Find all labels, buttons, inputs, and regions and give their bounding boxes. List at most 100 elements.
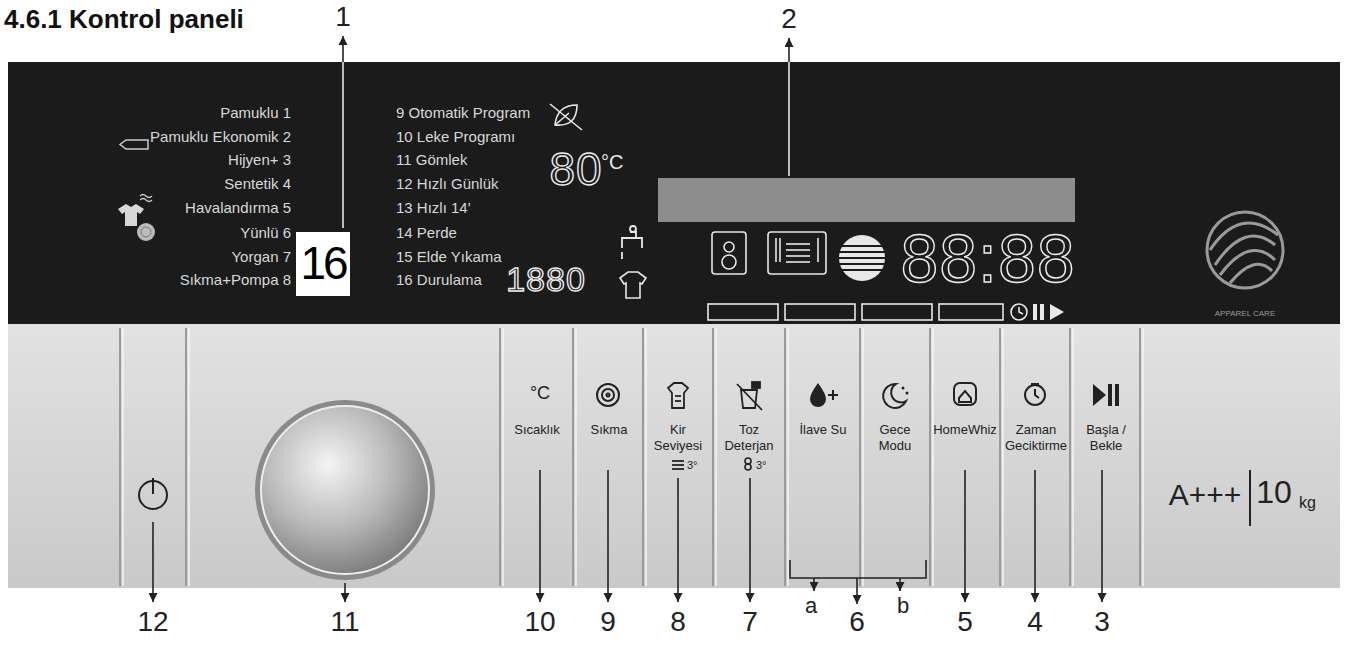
homewhiz-button: HomeWhiz	[933, 422, 997, 438]
rating-divider	[1249, 470, 1251, 526]
wool-icon-inner	[141, 227, 151, 237]
temperature-unit: °C	[601, 151, 623, 173]
program-number-display: 16	[300, 236, 345, 291]
capacity-unit: kg	[1299, 494, 1316, 512]
air-lines	[140, 195, 152, 202]
callout-number: 11	[330, 607, 359, 638]
spin-icon	[597, 384, 619, 406]
temperature-icon: °C	[530, 384, 550, 404]
program-name: Pamuklu Ekonomik 2	[150, 129, 291, 146]
callout-number: 3	[1094, 607, 1110, 638]
apparel-care-logo	[1207, 212, 1283, 288]
button-label: HomeWhiz	[933, 422, 997, 438]
callout-number: a	[805, 594, 817, 618]
display-panel	[8, 62, 1340, 324]
delay-button: Zaman Geciktirme	[1003, 422, 1069, 454]
powder-small-icon	[745, 458, 751, 470]
eco-tag-icon	[120, 140, 148, 149]
program-name: Pamuklu 1	[220, 105, 291, 122]
homewhiz-icon	[954, 383, 976, 405]
soil-level-steps: 3°	[687, 459, 698, 471]
button-label: İlave Su	[790, 422, 856, 438]
program-name: Sentetik 4	[224, 176, 291, 193]
temperature-display: 80	[549, 146, 602, 192]
time-display: 88:88	[900, 224, 1075, 292]
button-panel	[8, 324, 1340, 588]
eco-leaf-symbol	[550, 104, 582, 130]
progress-segments	[708, 304, 1003, 320]
button-label: Gece Modu	[863, 422, 927, 453]
callout-number: 5	[957, 607, 973, 638]
callout-number: b	[897, 594, 909, 618]
button-label: Toz Deterjan	[717, 422, 781, 453]
text-display-bar	[658, 178, 1075, 222]
program-name: 9 Otomatik Program	[396, 105, 530, 122]
callout-number: 12	[137, 607, 168, 638]
program-name: 10 Leke Programı	[396, 129, 515, 146]
section-title: 4.6.1 Kontrol paneli	[4, 4, 244, 35]
program-name: Hijyen+ 3	[228, 152, 291, 169]
progress-fill	[712, 308, 999, 316]
wool-icon	[137, 223, 155, 241]
extra-water-button: İlave Su	[790, 422, 856, 438]
program-knob	[261, 406, 429, 574]
callout-number: 1	[335, 2, 351, 33]
callout-number: 6	[849, 607, 865, 638]
callout-number: 2	[781, 4, 797, 35]
soil-level-button: Kir Seviyesi	[646, 422, 710, 454]
door-lock-symbol	[712, 232, 746, 274]
button-label: Başla / Bekle	[1074, 422, 1138, 453]
callout-number: 4	[1027, 607, 1043, 638]
power-symbol	[139, 478, 167, 509]
callout-number: 10	[524, 607, 555, 638]
program-name: Yorgan 7	[231, 249, 291, 266]
night-mode-icon	[883, 384, 908, 408]
detergent-button: Toz Deterjan	[717, 422, 781, 454]
program-digit-box	[296, 232, 350, 296]
callout-number: 7	[742, 607, 758, 638]
program-name: Yünlü 6	[240, 225, 291, 242]
temperature-button: Sıcaklık	[505, 422, 569, 438]
program-name: 16 Durulama	[396, 272, 482, 289]
soil-level-icon	[668, 383, 688, 408]
program-name: 11 Gömlek	[396, 152, 467, 169]
callout-leaders	[153, 36, 1102, 604]
delay-clock-symbol	[1011, 304, 1027, 320]
program-name: 12 Hızlı Günlük	[396, 176, 499, 193]
button-label: Sıcaklık	[505, 422, 569, 438]
callout-number: 8	[670, 607, 686, 638]
spin-speed-display: 1880	[506, 262, 586, 296]
panel-separator-highlights	[123, 328, 1143, 586]
program-name: Sıkma+Pompa 8	[180, 272, 291, 289]
drum-symbol	[839, 235, 885, 281]
button-label: Zaman Geciktirme	[1003, 422, 1069, 453]
night-mode-button: Gece Modu	[863, 422, 927, 454]
drum-stripes	[838, 246, 886, 270]
program-name: Havalandırma 5	[185, 200, 291, 217]
program-name: 15 Elde Yıkama	[396, 249, 502, 266]
button-label: Kir Seviyesi	[646, 422, 710, 453]
panel-separators	[120, 328, 1140, 586]
shirt-air-icon	[118, 204, 144, 226]
capacity-value: 10	[1256, 475, 1292, 510]
detergent-drawer-symbol	[768, 232, 826, 274]
knob-ring	[255, 400, 435, 580]
energy-class: A+++	[1169, 478, 1242, 511]
detergent-steps: 3°	[756, 459, 767, 471]
tap-symbol	[622, 226, 642, 259]
callout-number: 9	[600, 607, 616, 638]
spin-button: Sıkma	[577, 422, 641, 438]
garment-symbol	[620, 272, 646, 298]
logo-text: APPAREL CARE	[1215, 310, 1275, 319]
button-label: Sıkma	[577, 422, 641, 438]
start-pause-symbol	[1033, 304, 1064, 320]
powder-detergent-icon	[737, 382, 762, 410]
program-name: 14 Perde	[396, 225, 457, 242]
start-pause-button: Başla / Bekle	[1074, 422, 1138, 454]
soil-level-steps	[672, 461, 684, 469]
start-pause-icon	[1093, 384, 1119, 406]
delay-icon	[1025, 384, 1045, 405]
program-name: 13 Hızlı 14'	[396, 200, 471, 217]
extra-water-icon	[810, 383, 838, 407]
